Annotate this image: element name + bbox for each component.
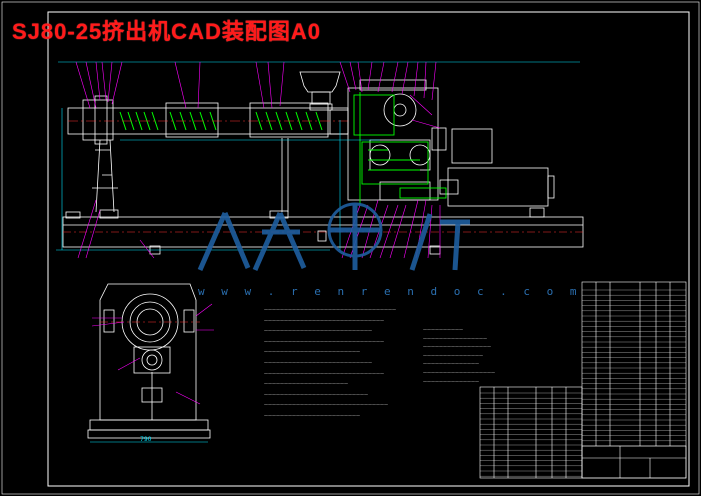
- technical-notes: ————————————————————————————————— ——————…: [264, 307, 396, 418]
- title-block: [479, 281, 687, 479]
- watermark-logo: [197, 202, 470, 272]
- side-view: [87, 283, 211, 439]
- technical-specs: —————————— ———————————————— ————————————…: [423, 327, 495, 384]
- parts-list-rows: [480, 289, 686, 477]
- gearbox-section: [353, 92, 447, 205]
- side-view-dimension: 790: [140, 436, 152, 443]
- watermark-url: w w w . r e n r e n d o c . c o m: [198, 285, 582, 298]
- drawing-title: SJ80-25挤出机CAD装配图A0: [12, 19, 321, 44]
- side-view-leaders: [91, 303, 214, 405]
- inner-border: [47, 11, 690, 487]
- main-elevation-view: [62, 71, 584, 255]
- dimension-lines: [56, 61, 580, 251]
